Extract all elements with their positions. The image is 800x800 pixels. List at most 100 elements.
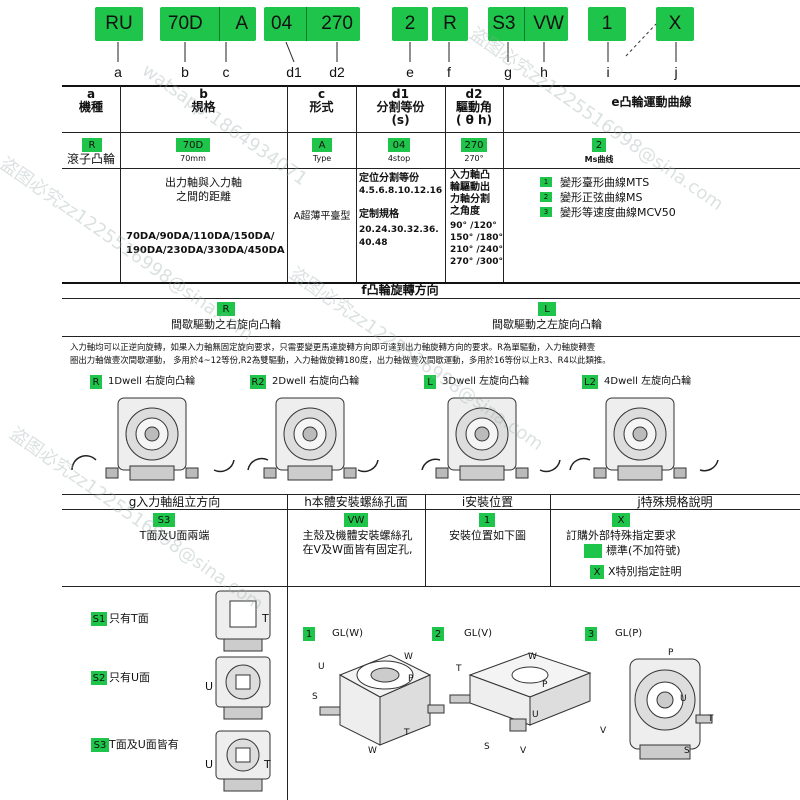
angle-sub: 270° [464, 154, 484, 163]
pill-curve: 2 [592, 138, 606, 152]
row-divider [62, 132, 800, 133]
curve-item: 3 變形等速度曲線MCV50 [540, 204, 676, 219]
col-divider [287, 494, 288, 800]
pill-pos-3: 3 [585, 627, 597, 641]
stops-sub: 4stop [387, 154, 411, 163]
face-v-pos2: V [520, 746, 527, 756]
pill-dwell-4: L2 [582, 375, 598, 389]
pill-dwell-3: L [424, 375, 436, 389]
face-w2-pos1: W [368, 746, 377, 756]
section-f-title: f凸輪旋轉方向 [361, 283, 439, 297]
header-cam-curve: e凸輪運動曲線 [611, 95, 692, 109]
text-special-note: X特別指定註明 [608, 565, 682, 578]
code-box-curve: 2 [392, 7, 428, 41]
letter-h: h [540, 64, 548, 80]
pill-mount: VW [344, 513, 368, 527]
face-p-pos3: P [668, 648, 674, 658]
section-g-title: g入力軸組立方向 [128, 495, 221, 509]
curve-item-text: 變形等速度曲線MCV50 [560, 205, 676, 219]
letter-c: c [222, 64, 230, 80]
face-s-pos1: S [312, 692, 318, 702]
pill-size: 70D [176, 138, 210, 152]
pill-special-note: X [590, 565, 604, 579]
face-u-pos1: U [318, 662, 325, 672]
face-t-pos2: T [456, 664, 462, 674]
spec-list: 70DA/90DA/110DA/150DA/190DA/230DA/330DA/… [126, 231, 285, 256]
col-divider [120, 86, 121, 282]
face-p-pos2: P [542, 680, 548, 690]
text-mount: 主殼及機體安裝螺絲孔在V及W面皆有固定孔, [302, 529, 413, 556]
letter-d2: d2 [329, 64, 345, 80]
code-box-model: RU [95, 7, 143, 41]
row-divider [62, 336, 800, 337]
pill-standard [584, 544, 602, 558]
pill-pos-1: 1 [303, 627, 315, 641]
section-j-title: j特殊規格說明 [637, 495, 713, 509]
code-box-rotation: R [432, 7, 468, 41]
pill-type: A [312, 138, 332, 152]
spec-desc: 出力軸與入力軸之間的距離 [165, 176, 242, 203]
pill-angle: 270 [461, 138, 487, 152]
text-right-rotation: 間歇驅動之右旋向凸輪 [171, 318, 281, 331]
label-pos-1: GL(W) [332, 628, 364, 639]
row-divider [62, 586, 800, 587]
pill-position: 1 [479, 513, 495, 527]
text-position: 安裝位置如下圖 [449, 529, 526, 542]
letter-e: e [406, 64, 414, 80]
row-divider [62, 282, 800, 284]
indexer-2 [263, 388, 357, 481]
type-desc: A超薄平臺型 [293, 211, 351, 222]
code-box-special: X [656, 7, 694, 41]
rotation-note: 入力軸均可以正逆向旋轉，如果入力軸無固定旋向要求，只需要變更馬達旋轉方向即可達到… [70, 342, 611, 365]
letter-b: b [181, 64, 189, 80]
col-divider [445, 86, 446, 282]
pill-dwell-2: R2 [250, 375, 266, 389]
pill-right-rotation: R [217, 302, 235, 316]
curve-item-pill: 2 [540, 191, 552, 202]
pill-s2: S2 [91, 671, 107, 685]
text-shaft-dir: T面及U面兩端 [139, 529, 210, 542]
text-standard: 標準(不加符號) [606, 544, 681, 557]
pill-special: X [612, 513, 630, 527]
face-u-pos3: U [680, 694, 687, 704]
pill-shaft-dir: S3 [153, 513, 175, 527]
section-i-title: i安裝位置 [461, 495, 514, 509]
text-s2: 只有U面 [109, 671, 151, 684]
indexer-drawings [71, 388, 719, 481]
row-divider [62, 168, 800, 169]
face-u-3: U [205, 758, 214, 771]
face-t-pos3: T [708, 714, 714, 724]
text-dwell-3: 3Dwell 左旋向凸輪 [442, 376, 530, 387]
indexer-3 [435, 388, 529, 481]
face-s-pos2: S [484, 742, 490, 752]
curve-item-pill: 3 [540, 206, 552, 217]
letter-a: a [114, 64, 122, 80]
table-top-rule [62, 85, 800, 87]
pill-roller-cam: R [82, 138, 102, 152]
face-u-2: U [205, 680, 214, 693]
pill-s3: S3 [91, 738, 109, 752]
face-u-pos2: U [532, 710, 539, 720]
face-v-pos3: V [600, 726, 607, 736]
col-divider [425, 494, 426, 586]
col-divider [550, 494, 551, 586]
face-w-pos1: W [404, 652, 413, 662]
text-s1: 只有T面 [109, 612, 149, 625]
text-dwell-2: 2Dwell 右旋向凸輪 [272, 376, 360, 387]
letter-i: i [606, 64, 610, 80]
type-sub: Type [312, 154, 332, 163]
col-divider [503, 86, 504, 282]
code-box-position: 1 [588, 7, 626, 41]
pill-pos-2: 2 [432, 627, 444, 641]
angle-desc: 入力軸凸輪驅動出力軸分割之角度 90° /120° 150° /180° 210… [450, 170, 503, 267]
text-special: 訂購外部特殊指定要求 [566, 529, 676, 542]
